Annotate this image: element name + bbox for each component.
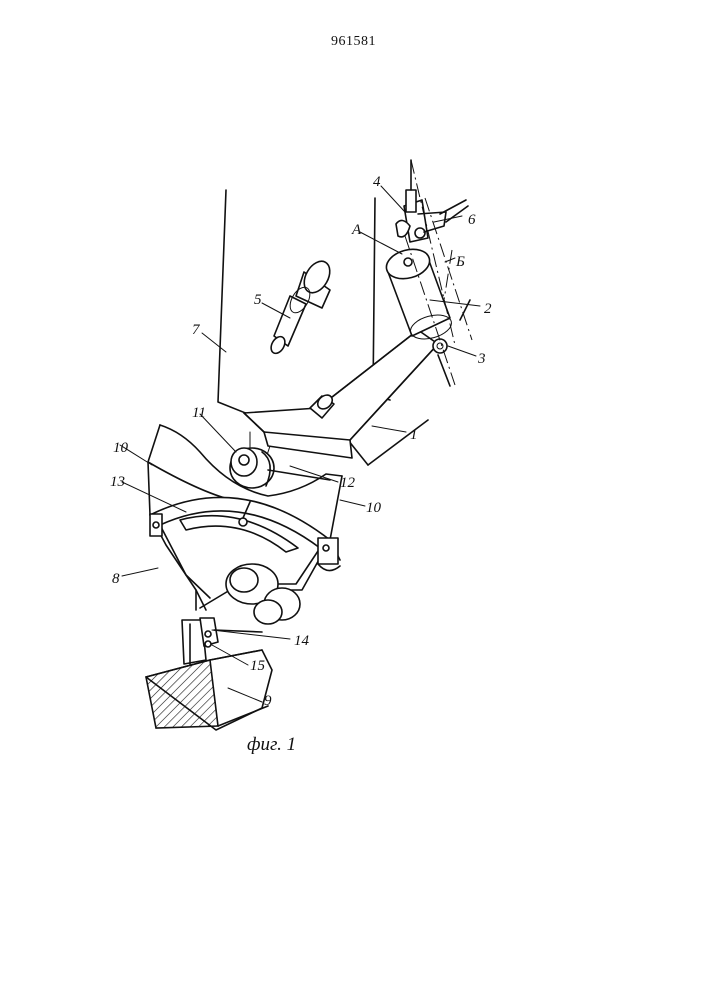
roller-part-11: [230, 448, 274, 488]
label-10-right: 10: [366, 500, 382, 516]
label-12: 12: [340, 475, 356, 491]
label-11: 11: [192, 405, 206, 421]
label-8: 8: [112, 571, 120, 587]
label-6: 6: [468, 212, 476, 228]
label-13: 13: [110, 474, 125, 490]
label-A: А: [351, 222, 362, 238]
label-1: 1: [410, 427, 418, 443]
lower-roller-group: [226, 564, 300, 624]
figure-caption: фиг. 1: [247, 734, 296, 755]
label-15: 15: [250, 658, 266, 674]
label-14: 14: [294, 633, 310, 649]
label-3: 3: [477, 351, 486, 367]
rod-part-12: [268, 470, 330, 480]
label-9: 9: [264, 693, 272, 709]
pin-part-5: [268, 257, 335, 356]
label-5: 5: [254, 292, 262, 308]
label-10-left: 10: [113, 440, 129, 456]
label-7: 7: [192, 322, 201, 338]
label-B: Б: [455, 254, 465, 270]
label-2: 2: [484, 301, 492, 317]
label-4: 4: [373, 174, 381, 190]
